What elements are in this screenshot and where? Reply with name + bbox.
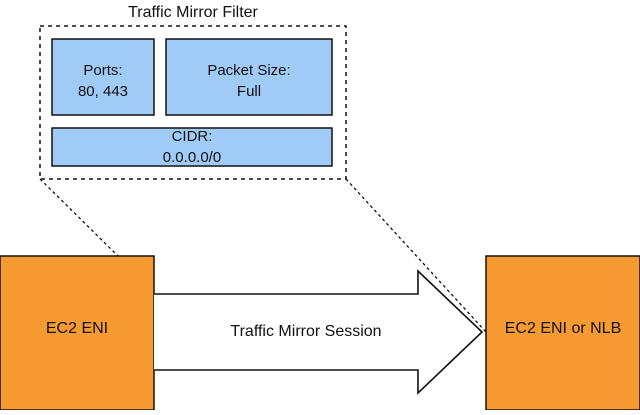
cidr-rule-label: CIDR: 0.0.0.0/0 (162, 128, 222, 166)
destination-eni-label: EC2 ENI or NLB (504, 320, 622, 337)
traffic-mirror-filter-title: Traffic Mirror Filter (128, 4, 258, 21)
source-eni-box (0, 255, 155, 411)
cidr-rule-box (51, 127, 333, 167)
ports-rule-box (51, 38, 155, 116)
source-eni-label: EC2 ENI (45, 320, 109, 337)
packet-size-rule-box (165, 38, 333, 116)
traffic-mirror-session-label: Traffic Mirror Session (230, 323, 382, 340)
traffic-mirror-filter-frame (39, 25, 347, 180)
filter-to-source-connector (39, 178, 119, 257)
packet-size-rule-label: Packet Size: Full (207, 62, 291, 100)
traffic-mirror-session-arrow (154, 269, 484, 395)
filter-to-destination-connector (345, 178, 487, 333)
ports-rule-label: Ports: 80, 443 (77, 62, 129, 100)
